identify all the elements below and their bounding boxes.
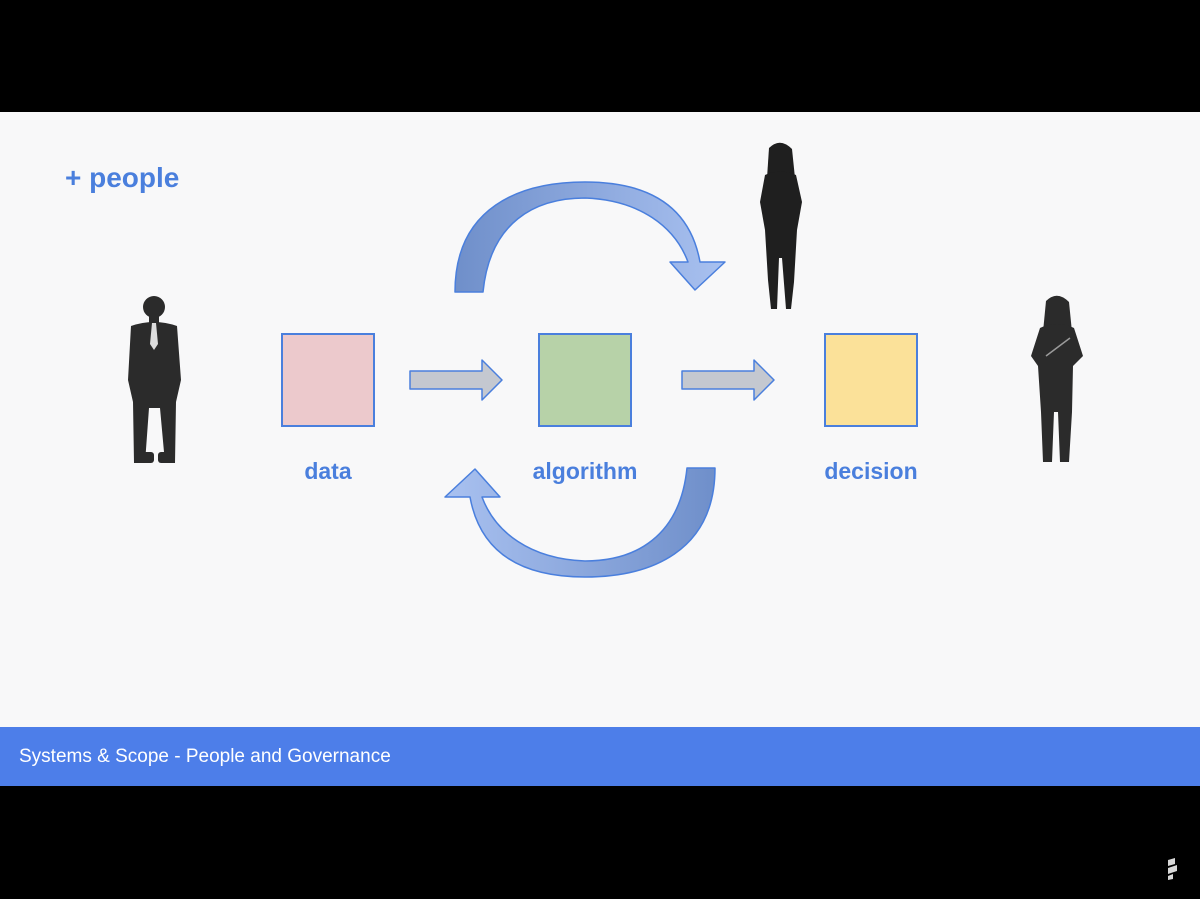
- slide-title: + people: [65, 162, 180, 193]
- node-decision-label: decision: [824, 458, 918, 484]
- node-decision-box: [824, 333, 918, 427]
- slide: + people: [0, 112, 1200, 727]
- person-in-suit-icon: [128, 296, 181, 463]
- node-data-label: data: [304, 458, 352, 484]
- lower-third-banner: Systems & Scope - People and Governance: [0, 727, 1200, 786]
- woman-with-tablet-icon: [1031, 295, 1083, 462]
- node-algorithm-box: [538, 333, 632, 427]
- edge-algorithm-to-decision: [681, 359, 775, 401]
- edge-data-to-algorithm: [409, 359, 503, 401]
- woman-standing-icon: [760, 142, 802, 309]
- node-algorithm-label: algorithm: [532, 458, 638, 484]
- brand-logo-icon: [1168, 858, 1177, 880]
- node-data-box: [281, 333, 375, 427]
- flow-diagram: [128, 142, 1083, 578]
- banner-text: Systems & Scope - People and Governance: [19, 746, 391, 767]
- curved-arrow-icon: [454, 181, 726, 293]
- curved-arrow-icon: [444, 467, 716, 578]
